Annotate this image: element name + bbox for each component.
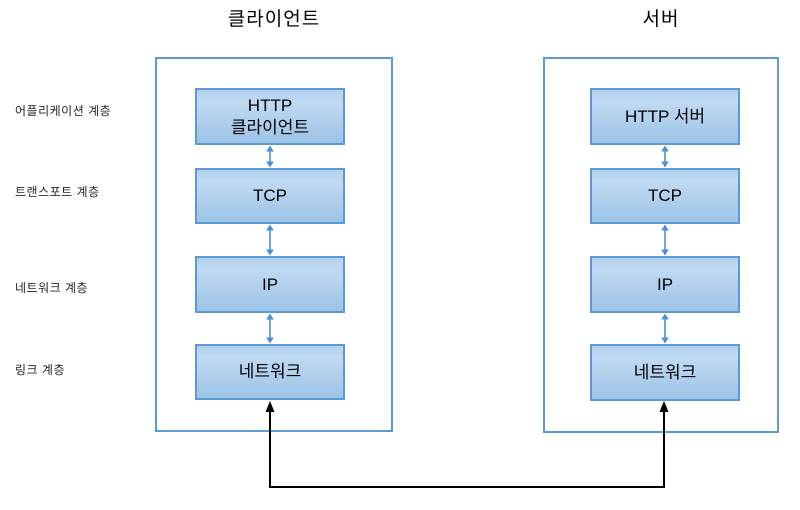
server-box-network: 네트워크: [590, 344, 740, 401]
server-box-http-label: HTTP 서버: [624, 106, 706, 126]
client-box-http-line1: HTTP: [247, 95, 293, 115]
client-box-network-label: 네트워크: [238, 362, 302, 381]
bidirectional-arrow-icon: [661, 224, 669, 256]
client-box-http-line2: 클라이언트: [230, 117, 310, 137]
server-box-http: HTTP 서버: [590, 88, 740, 145]
server-box-ip-label: IP: [656, 274, 674, 294]
server-box-tcp-label: TCP: [648, 186, 682, 205]
layer-label-application: 어플리케이션 계층: [15, 104, 112, 118]
bidirectional-arrow-icon: [266, 313, 274, 344]
layer-label-network: 네트워크 계층: [15, 281, 89, 295]
layer-label-link: 링크 계층: [15, 363, 65, 377]
client-box-tcp-label: TCP: [253, 186, 287, 205]
bidirectional-arrow-icon: [266, 145, 274, 168]
server-box-network-label: 네트워크: [633, 362, 697, 382]
server-box-tcp: TCP: [590, 168, 740, 224]
bidirectional-arrow-icon: [266, 224, 274, 256]
client-title: 클라이언트: [227, 9, 321, 30]
server-box-ip: IP: [590, 256, 740, 313]
client-box-network: 네트워크: [195, 344, 345, 400]
bidirectional-arrow-icon: [661, 145, 669, 168]
client-box-tcp: TCP: [195, 168, 345, 224]
client-box-ip-label: IP: [261, 274, 279, 294]
client-box-ip: IP: [195, 256, 345, 313]
bidirectional-arrow-icon: [661, 313, 669, 344]
server-title: 서버: [642, 9, 680, 30]
client-box-http: HTTP 클라이언트: [195, 88, 345, 145]
layer-label-transport: 트랜스포트 계층: [15, 185, 100, 199]
